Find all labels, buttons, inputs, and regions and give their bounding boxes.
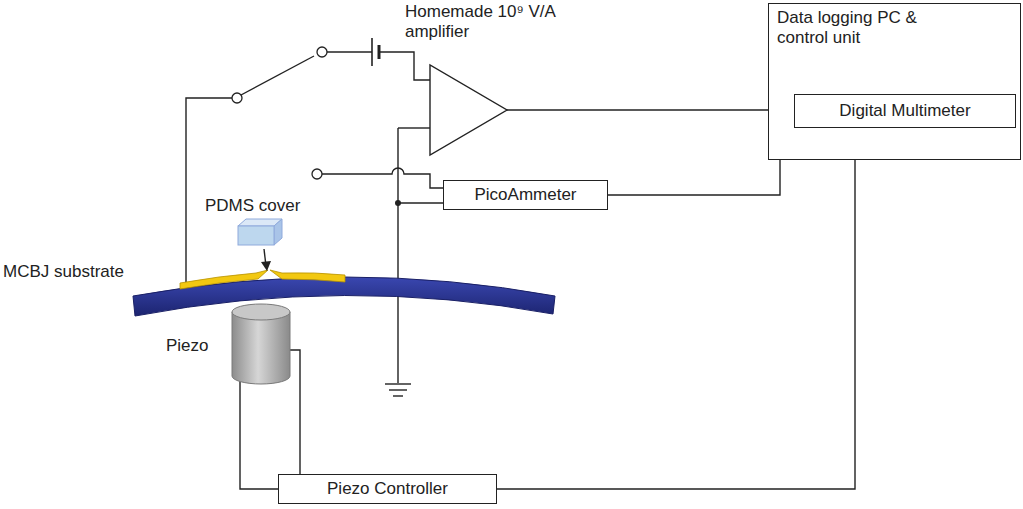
gold-electrodes xyxy=(180,270,345,289)
wire xyxy=(398,127,430,128)
wire xyxy=(289,350,300,474)
switch-arm xyxy=(241,56,314,95)
system-box: Data logging PC & control unitDigital Mu… xyxy=(768,3,1021,160)
switch-contact xyxy=(317,47,327,57)
wiring xyxy=(186,52,794,489)
pdms-cover xyxy=(238,219,282,245)
part-label: Piezo xyxy=(166,336,209,356)
piezo-body xyxy=(232,312,290,384)
electrode xyxy=(270,270,345,282)
piezo-top xyxy=(232,304,290,320)
switch-contact xyxy=(232,93,242,103)
ground-symbol xyxy=(385,384,411,396)
battery-symbol xyxy=(372,38,379,66)
ground-bar xyxy=(393,395,403,396)
pdms-front xyxy=(238,226,274,245)
box-label: PicoAmmeter xyxy=(474,185,576,205)
piezo-actuator xyxy=(232,304,290,384)
ground-bar xyxy=(389,389,407,390)
part-label: PDMS cover xyxy=(205,196,300,216)
instrument-box: PicoAmmeter xyxy=(443,180,608,210)
amplifier-label: Homemade 10⁹ V/A amplifier xyxy=(405,2,583,42)
box-label: Digital Multimeter xyxy=(839,101,970,121)
ground-bar xyxy=(385,383,411,384)
switch-contacts xyxy=(232,47,327,179)
box-label: Piezo Controller xyxy=(327,479,448,499)
electrode xyxy=(180,270,268,289)
battery-plate xyxy=(371,38,373,66)
battery-plate xyxy=(378,45,381,59)
wire xyxy=(327,51,372,52)
wire xyxy=(507,109,794,110)
wire xyxy=(398,202,443,203)
signal-wire xyxy=(608,160,780,195)
amplifier-symbol xyxy=(430,65,507,155)
controller-box: Piezo Controller xyxy=(278,474,497,504)
box-label: Data logging PC & control unit xyxy=(777,8,937,48)
arrow-head xyxy=(261,261,271,271)
placement-arrow xyxy=(261,249,271,271)
part-label: MCBJ substrate xyxy=(3,262,124,282)
pdms-side xyxy=(274,219,282,245)
switch-contact xyxy=(312,169,322,179)
instrument-box: Digital Multimeter xyxy=(794,94,1016,128)
ground-rail xyxy=(397,128,398,383)
junction-dot xyxy=(395,200,401,206)
wire xyxy=(240,380,278,489)
wire xyxy=(186,98,232,284)
wire xyxy=(379,52,430,80)
wire xyxy=(322,168,443,188)
